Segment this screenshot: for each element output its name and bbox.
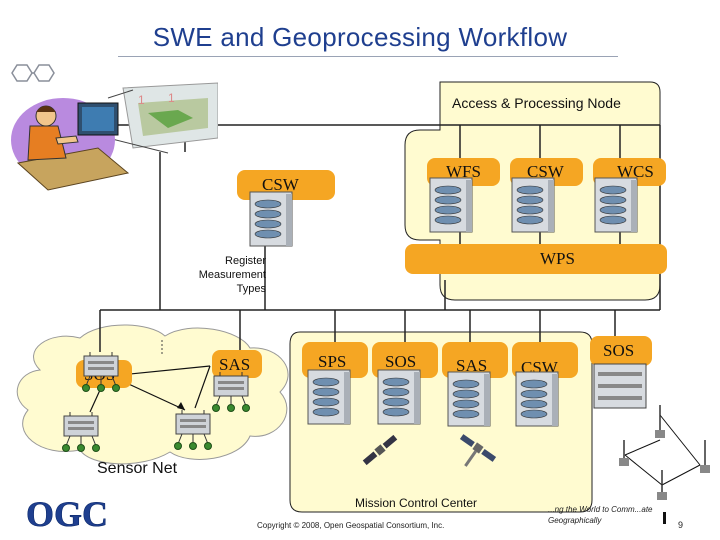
- csw-registry-label: CSW: [262, 175, 299, 194]
- sensor-device-icon: [174, 409, 212, 450]
- page-number: 9: [678, 520, 684, 530]
- title-divider: [118, 56, 618, 57]
- hex-connector-icon: [11, 64, 55, 82]
- sas-mission-label: SAS: [456, 356, 488, 375]
- wps-label: WPS: [540, 249, 575, 268]
- sensor-device-icon: [212, 371, 250, 412]
- wcs-label: WCS: [617, 162, 654, 181]
- user-workstation-illustration: 1 1: [11, 82, 218, 191]
- sos-right-label: SOS: [603, 341, 635, 360]
- access-node-label: Access & Processing Node: [452, 95, 621, 111]
- sps-server-icon: [307, 369, 351, 425]
- sensor-net-label: Sensor Net: [97, 460, 178, 477]
- sos-mission-label: SOS: [385, 352, 417, 371]
- tagline-line-2: Geographically: [548, 516, 602, 525]
- wfs-server-icon: [429, 177, 473, 233]
- wps-bar: [405, 244, 667, 274]
- page-title: SWE and Geoprocessing Workflow: [152, 22, 568, 52]
- wfs-label: WFS: [446, 162, 481, 181]
- ogc-logo: OGC: [26, 496, 108, 532]
- svg-text:1: 1: [138, 93, 145, 107]
- register-line-3: Types: [236, 283, 266, 295]
- sensor-device-icon: [62, 411, 100, 452]
- svg-text:OGC: OGC: [26, 496, 108, 532]
- sps-label: SPS: [318, 352, 347, 371]
- register-note: Register Measurement Types: [180, 254, 266, 296]
- sensor-device-icon: [82, 351, 120, 392]
- csw-access-server-icon: [511, 177, 555, 233]
- sensor-pole-icon: [619, 405, 710, 500]
- csw-access-label: CSW: [527, 162, 564, 181]
- sas-mission-server-icon: [447, 371, 491, 427]
- sas-sensor-label: SAS: [219, 355, 251, 374]
- tagline-line-1: ...ng the World to Comm...ate: [548, 505, 653, 514]
- register-line-1: Register: [225, 255, 266, 267]
- csw-mission-server-icon: [515, 371, 559, 427]
- register-line-2: Measurement: [198, 269, 266, 281]
- wcs-server-icon: [594, 177, 638, 233]
- satellite-icon: [459, 434, 497, 467]
- sos-right-tab: [590, 336, 652, 366]
- sos-mission-server-icon: [377, 369, 421, 425]
- mission-center-label: Mission Control Center: [355, 496, 478, 510]
- copyright-text: Copyright © 2008, Open Geospatial Consor…: [257, 521, 445, 530]
- satellite-icon: [362, 434, 398, 466]
- footer-bar: [663, 512, 666, 524]
- tagline: ...ng the World to Comm...ate Geographic…: [548, 504, 652, 526]
- csw-registry-server-icon: [249, 191, 293, 247]
- svg-text:1: 1: [168, 91, 175, 105]
